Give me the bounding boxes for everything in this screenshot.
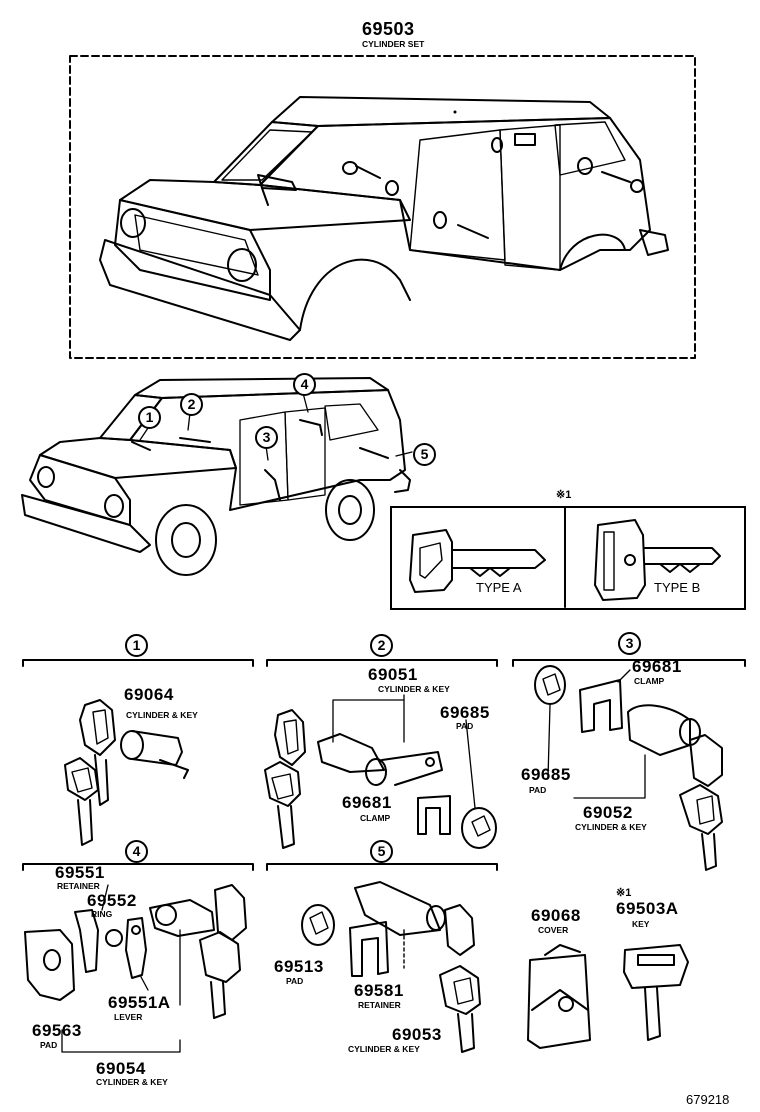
g5-cylinder-name: CYLINDER & KEY — [348, 1044, 420, 1054]
g4-retainer-part-number: 69551 — [55, 863, 105, 882]
g5-pad-part-number: 69513 — [274, 957, 324, 976]
cylinder-set-part-number: 69503 — [362, 19, 415, 39]
cylinder-set-name: CYLINDER SET — [362, 39, 425, 49]
g1-part-name: CYLINDER & KEY — [126, 710, 198, 720]
g4-pad-name: PAD — [40, 1040, 58, 1050]
g4-retainer-name: RETAINER — [57, 881, 100, 891]
g3-cylinder-part-number: 69052 — [583, 803, 633, 822]
callout-2: 2 — [180, 393, 203, 416]
callout-4: 4 — [293, 373, 316, 396]
key-note-mark: ※1 — [616, 887, 632, 899]
g4-ring-part-number: 69552 — [87, 891, 137, 910]
group-5-parts — [301, 881, 481, 1053]
group-1-parts — [64, 699, 189, 846]
callout-1: 1 — [138, 406, 161, 429]
g2-pad-name: PAD — [456, 721, 474, 731]
g4-pad-part-number: 69563 — [32, 1021, 82, 1040]
g2-cylinder-name: CYLINDER & KEY — [378, 684, 450, 694]
cover-name: COVER — [538, 925, 569, 935]
group-3-bracket — [512, 659, 746, 667]
vehicle-large-illustration — [99, 96, 669, 341]
group-2-parts — [264, 694, 497, 849]
key-part-number: 69503A — [616, 899, 679, 918]
g3-pad-part-number: 69685 — [521, 765, 571, 784]
type-a-label: TYPE A — [476, 580, 522, 595]
g2-pad-part-number: 69685 — [440, 703, 490, 722]
group-5-header: 5 — [370, 840, 393, 863]
g2-clamp-part-number: 69681 — [342, 793, 392, 812]
group-2-header: 2 — [370, 634, 393, 657]
callout-5: 5 — [413, 443, 436, 466]
g4-lever-name: LEVER — [114, 1012, 143, 1022]
g3-clamp-part-number: 69681 — [632, 657, 682, 676]
group-1-header: 1 — [125, 634, 148, 657]
note-mark: ※1 — [556, 489, 572, 501]
g5-retainer-part-number: 69581 — [354, 981, 404, 1000]
vehicle-small-illustration — [21, 377, 413, 576]
group-4-bracket — [22, 863, 254, 871]
g2-cylinder-part-number: 69051 — [368, 665, 418, 684]
group-2-bracket — [266, 659, 498, 667]
figure-id: 679218 — [686, 1092, 730, 1107]
g5-retainer-name: RETAINER — [358, 1000, 401, 1010]
callout-3: 3 — [255, 426, 278, 449]
group-5-bracket — [266, 863, 498, 871]
g3-pad-name: PAD — [529, 785, 547, 795]
group-1-bracket — [22, 659, 254, 667]
g5-pad-name: PAD — [286, 976, 304, 986]
g5-cylinder-part-number: 69053 — [392, 1025, 442, 1044]
g3-clamp-name: CLAMP — [634, 676, 665, 686]
key-type-box — [390, 506, 746, 610]
g4-cylinder-part-number: 69054 — [96, 1059, 146, 1078]
g3-cylinder-name: CYLINDER & KEY — [575, 822, 647, 832]
key-type-a-illustration — [409, 529, 546, 593]
group-4-header: 4 — [125, 840, 148, 863]
key-type-b-illustration — [594, 519, 721, 601]
extra-parts — [527, 944, 689, 1049]
g1-part-number: 69064 — [124, 685, 174, 704]
group-3-header: 3 — [618, 632, 641, 655]
cylinder-set-frame — [69, 55, 696, 359]
g4-ring-name: RING — [91, 909, 113, 919]
group-3-parts — [534, 665, 723, 871]
type-b-label: TYPE B — [654, 580, 701, 595]
g2-clamp-name: CLAMP — [360, 813, 391, 823]
g4-lever-part-number: 69551A — [108, 993, 171, 1012]
cover-part-number: 69068 — [531, 906, 581, 925]
group-4-parts — [24, 884, 247, 1053]
key-name: KEY — [632, 919, 650, 929]
g4-cylinder-name: CYLINDER & KEY — [96, 1077, 168, 1087]
